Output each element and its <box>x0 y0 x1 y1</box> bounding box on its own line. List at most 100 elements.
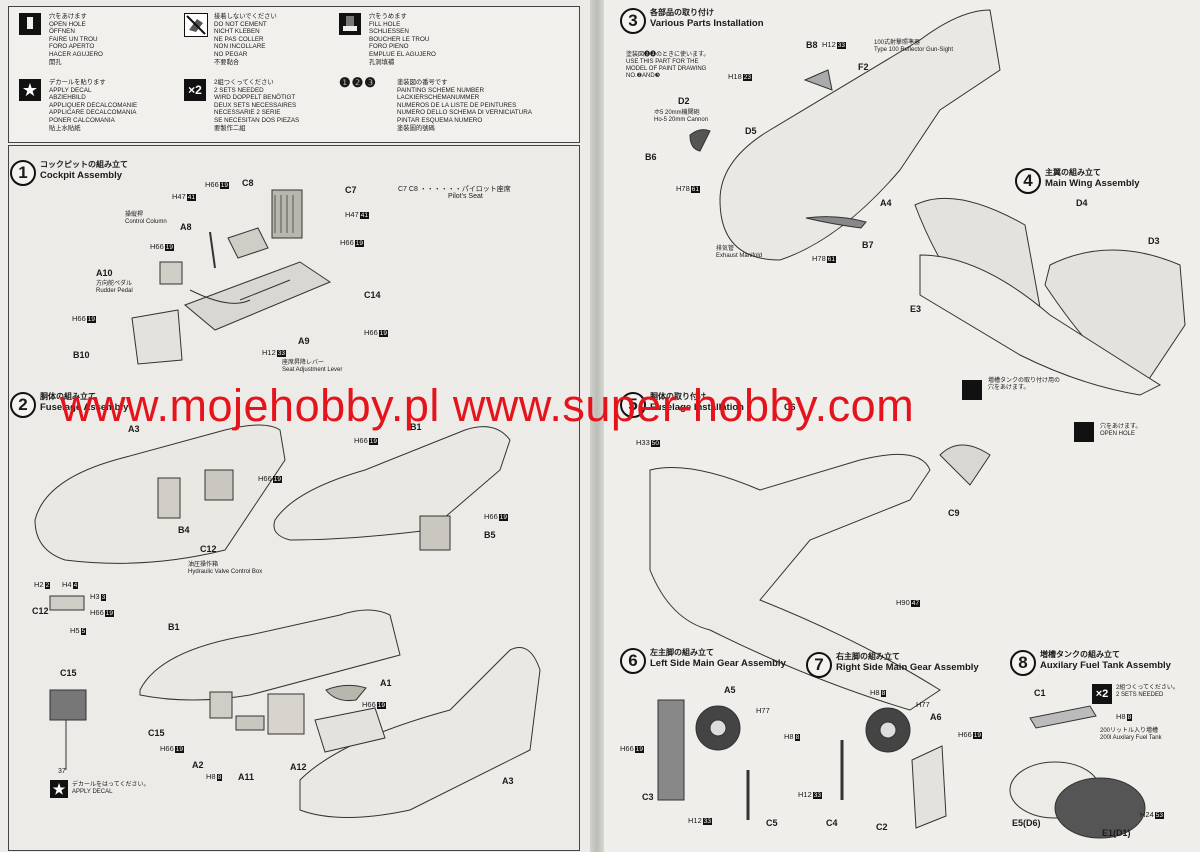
legend-line: NECESSARIE 2 SERIE <box>214 109 281 117</box>
part-code: 37 <box>58 768 66 775</box>
note-jp: 排気管 <box>716 246 735 252</box>
paint-code-number: 19 <box>174 746 184 753</box>
open-hole-icon <box>19 13 41 35</box>
star-decal-icon: ★ <box>50 780 68 798</box>
paint-code-number: 19 <box>272 476 282 483</box>
part-label: A6 <box>930 712 942 722</box>
part-label: A12 <box>290 762 307 772</box>
step-number: 8 <box>1010 650 1036 676</box>
part-label: A5 <box>724 685 736 695</box>
paint-code-number: 47 <box>910 600 920 607</box>
part-label: B8 <box>806 40 818 50</box>
no-cement-icon <box>184 13 208 37</box>
note-jp: 穴をあけます。 <box>1100 424 1142 430</box>
paint-code-number: 19 <box>164 244 174 251</box>
step-title-jp: 主翼の組み立て <box>1045 168 1101 177</box>
step-title-en: Main Wing Assembly <box>1045 178 1140 189</box>
paint-code-letter: H66 <box>958 730 972 739</box>
part-label: C12 <box>32 606 49 616</box>
paint-code-letter: H33 <box>636 438 650 447</box>
paint-code-number: 61 <box>690 186 700 193</box>
note-jp: 操縦桿 <box>125 212 144 218</box>
paint-code-number: 2 <box>44 582 51 589</box>
watermark-text: www.mojehobby.pl www.super-hobby.com <box>60 380 915 431</box>
part-label: B1 <box>168 622 180 632</box>
paint-code-number: 19 <box>86 316 96 323</box>
legend-line: PAINTING SCHEME NUMBER <box>397 86 484 94</box>
part-label: B4 <box>178 525 190 535</box>
part-label: C5 <box>766 818 778 828</box>
paint-code-letter: H8 <box>870 688 880 697</box>
legend-line: 穴をうめます <box>369 13 407 20</box>
paint-code-number: 4 <box>72 582 79 589</box>
paint-code-number: 19 <box>498 514 508 521</box>
paint-code-number: 19 <box>104 610 114 617</box>
legend-line: 貼上水貼紙 <box>49 124 81 132</box>
paint-code-number: 8 <box>1126 714 1133 721</box>
part-label: A8 <box>180 222 192 232</box>
part-label: B10 <box>73 350 90 360</box>
step-number: 2 <box>10 392 36 418</box>
part-label: A1 <box>380 678 392 688</box>
paint-code-letter: H12 <box>688 816 702 825</box>
paint-code-letter: H77 <box>756 706 770 715</box>
legend-line: WIRD DOPPELT BENÖTIGT <box>214 94 296 102</box>
paint-code-letter: H5 <box>70 626 80 635</box>
paint-code-number: 8 <box>216 774 223 781</box>
step-title-jp: 左主脚の組み立て <box>650 648 714 657</box>
legend-line: NUMEROS DE LA LISTE DE PEINTURES <box>397 101 517 109</box>
step-number: 4 <box>1015 168 1041 194</box>
note-jp: 穴をあけます。 <box>988 385 1030 391</box>
part-label: E5(D6) <box>1012 818 1041 828</box>
note-jp: 200リットル入り増槽 <box>1100 728 1159 734</box>
note-en: OPEN HOLE <box>1100 431 1136 437</box>
legend-line: PONER CALCOMANIA <box>49 116 115 124</box>
step-title-jp: 胴体の組み立て <box>40 392 96 401</box>
open-hole-icon <box>1074 422 1094 442</box>
legend-line: DEUX SETS NECESSAIRES <box>214 101 297 109</box>
legend-line: 開孔 <box>49 58 62 66</box>
part-label: D2 <box>678 96 690 106</box>
paint-code-number: 61 <box>826 256 836 263</box>
legend-line: HACER AGUJERO <box>49 50 103 58</box>
legend-line: NICHT KLEBEN <box>214 28 260 36</box>
paint-code-letter: H66 <box>72 314 86 323</box>
paint-code-letter: H8 <box>1116 712 1126 721</box>
legend-line: 接着しないでください <box>214 13 277 20</box>
step-title-jp: 胴体の取り付け <box>650 392 706 401</box>
step-number: 1 <box>10 160 36 186</box>
paint-code-number: 50 <box>650 440 660 447</box>
note-jp: 塗装図❷❸のときに使います。 <box>626 52 710 58</box>
legend-line: ABZIEHBILD <box>49 94 86 102</box>
part-label: C9 <box>948 508 960 518</box>
paint-code-letter: H66 <box>160 744 174 753</box>
paint-code-letter: H66 <box>354 436 368 445</box>
step-number: 7 <box>806 652 832 678</box>
legend-line: BOUCHER LE TROU <box>369 35 430 43</box>
note-en: 2 SETS NEEDED <box>1116 692 1164 698</box>
note-en: Seat Adjustment Lever <box>282 367 343 373</box>
fill-hole-icon <box>339 13 361 35</box>
